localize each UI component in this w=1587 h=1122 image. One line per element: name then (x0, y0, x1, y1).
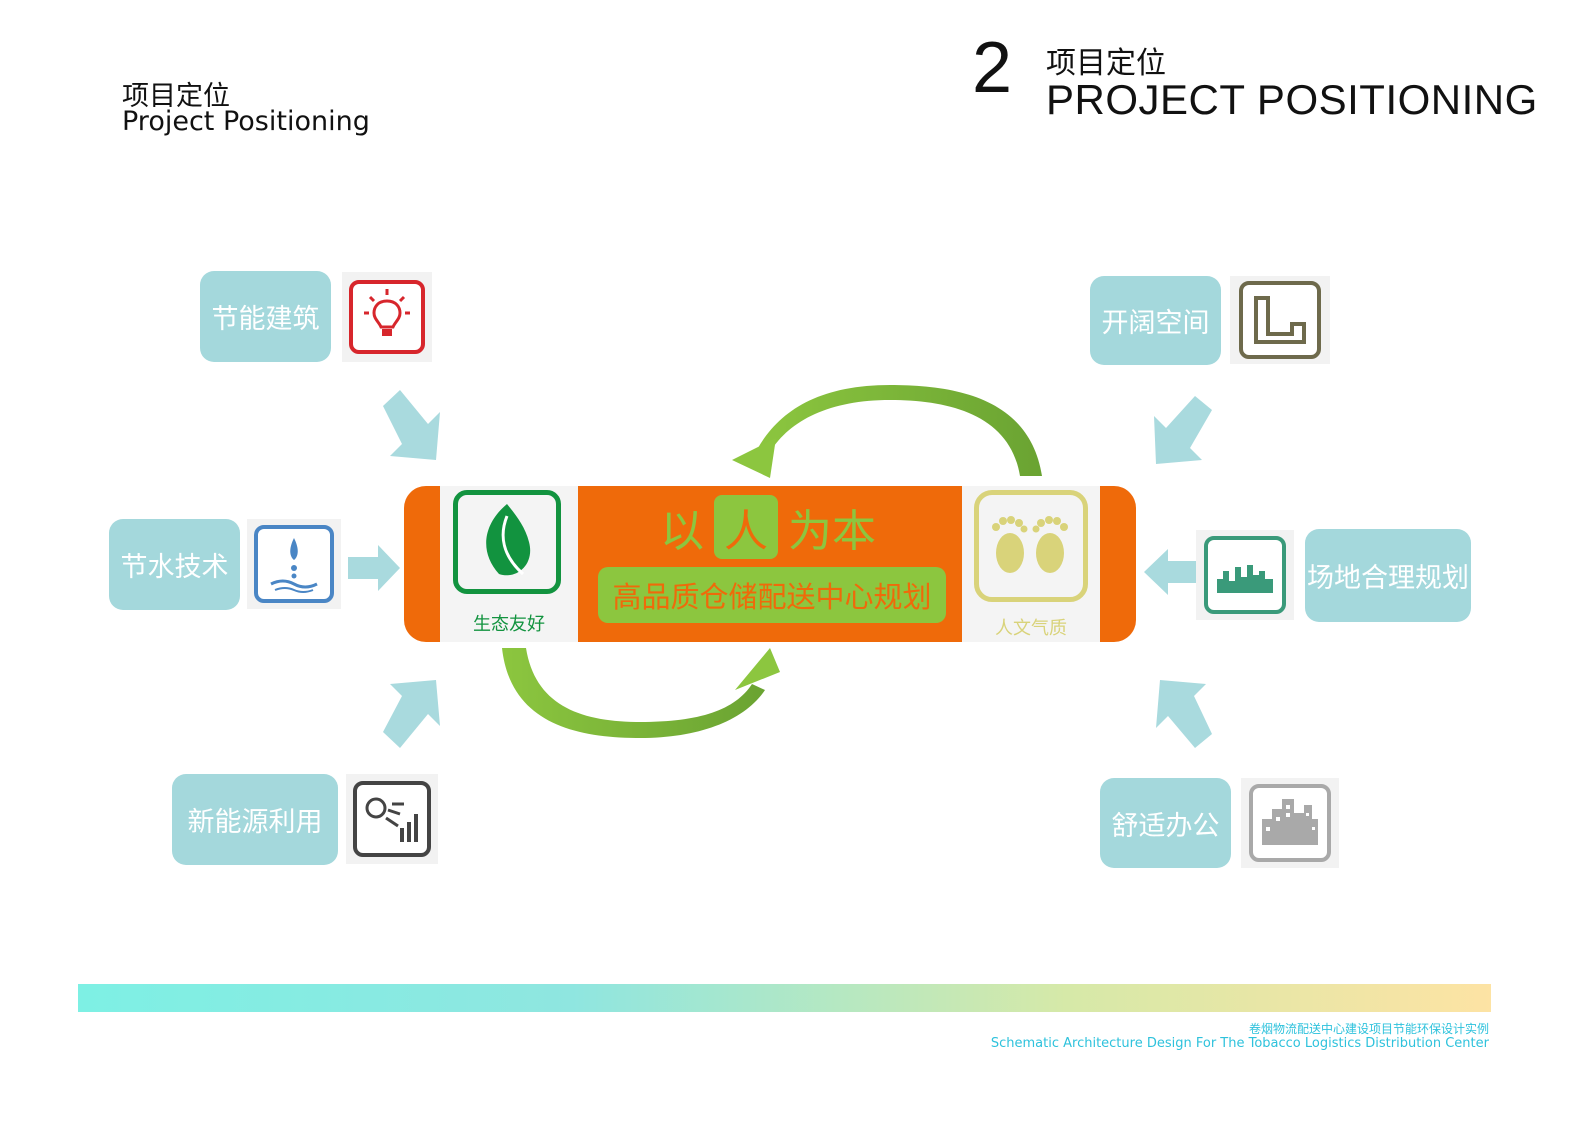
node-comfortable-office: 舒适办公 (1100, 778, 1231, 868)
culture-panel: 人文气质 (962, 486, 1100, 642)
core-headline: 以 人 为本 (660, 495, 876, 559)
office-building-icon (1249, 784, 1331, 862)
section-number: 2 (972, 28, 1013, 108)
footer-title-cn: 卷烟物流配送中心建设项目节能环保设计实例 (1248, 1022, 1489, 1036)
floorplan-icon (1239, 281, 1321, 359)
section-title-en: PROJECT POSITIONING (1046, 76, 1538, 123)
eco-caption: 生态友好 (473, 614, 545, 635)
footer-gradient-bar (78, 984, 1491, 1012)
node-site-planning: 场地合理规划 (1305, 529, 1471, 622)
arrows-right (1144, 396, 1212, 748)
lightbulb-icon (349, 280, 425, 354)
node-water-saving: 节水技术 (109, 519, 240, 610)
arrows-left (348, 390, 440, 748)
node-site-planning-iconbox (1196, 530, 1294, 620)
page-title-en: Project Positioning (122, 106, 370, 137)
solar-meter-icon (353, 781, 431, 857)
headline-part-1: 以 (660, 506, 704, 557)
skyline-icon (1204, 536, 1286, 614)
node-energy-building: 节能建筑 (200, 271, 331, 362)
page-title-cn: 项目定位 (122, 81, 230, 112)
node-new-energy: 新能源利用 (172, 774, 338, 865)
footprints-icon (992, 516, 1068, 573)
node-open-space-iconbox (1230, 276, 1330, 364)
section-title-cn: 项目定位 (1046, 46, 1166, 81)
node-new-energy-iconbox (346, 774, 438, 864)
eco-panel: 生态友好 (440, 486, 578, 642)
footer-title-en: Schematic Architecture Design For The To… (990, 1036, 1489, 1051)
cycle-arrow-top (732, 385, 1042, 478)
node-water-saving-iconbox (247, 519, 341, 609)
node-energy-building-iconbox (342, 272, 432, 362)
core-subtitle: 高品质仓储配送中心规划 (598, 567, 946, 623)
headline-highlight: 人 (714, 495, 778, 559)
leaf-icon-frame (453, 490, 561, 594)
node-open-space: 开阔空间 (1090, 276, 1221, 365)
node-comfortable-office-iconbox (1241, 778, 1339, 868)
culture-caption: 人文气质 (995, 618, 1067, 639)
leaf-icon (486, 504, 531, 576)
water-drop-icon (254, 525, 334, 603)
cycle-arrow-bottom (502, 648, 780, 738)
feet-icon-frame (974, 490, 1088, 602)
headline-part-3: 为本 (788, 506, 876, 557)
